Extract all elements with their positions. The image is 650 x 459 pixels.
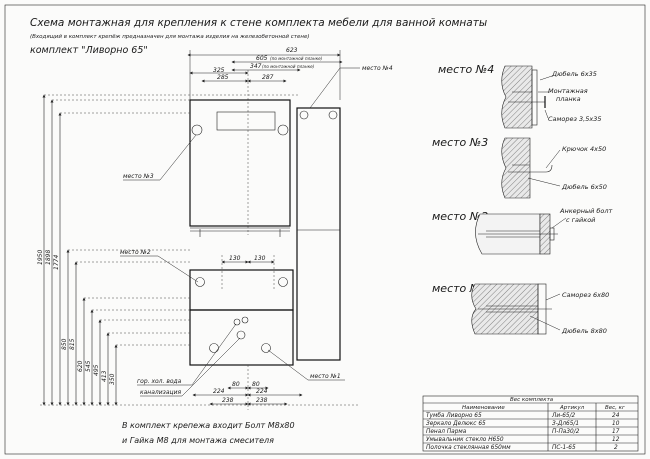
mount-point — [277, 124, 289, 136]
callout-place1: место №1 — [310, 373, 341, 380]
dim-224b: 224 — [256, 388, 268, 395]
dim-347: 347 — [250, 63, 262, 70]
vdim-620: 620 — [77, 360, 84, 372]
table-cell: Умывальник стекло Н650 — [426, 437, 504, 443]
detail-place4: место №4 Дюбель 6х35 Монтажная планка Са… — [438, 63, 602, 129]
dim-80b: 80 — [252, 381, 260, 388]
tall-cabinet — [296, 107, 341, 361]
dim-287: 287 — [262, 74, 274, 81]
table-row: Пенал Парма П-Па30/2 17 — [426, 429, 620, 435]
table-cell: Полочка стеклянная 650мм — [426, 445, 511, 451]
detail-place4-l3: Саморез 3,5х35 — [548, 115, 602, 123]
table-row: Умывальник стекло Н650 12 — [426, 437, 620, 443]
detail-place2-l1b: с гайкой — [566, 216, 595, 224]
detail-place3: место №3 Крючок 4х50 Дюбель 6х50 — [432, 136, 607, 199]
table-header-article: Артикул — [559, 405, 585, 411]
vanity-top — [189, 269, 294, 311]
table-header-name: Наименование — [462, 405, 505, 411]
dim-325: 325 — [213, 67, 225, 74]
table-cell: 10 — [612, 421, 620, 427]
detail-place2-l1a: Анкерный болт — [559, 207, 613, 215]
vdim-1898: 1898 — [45, 250, 52, 265]
table-cell: 24 — [612, 413, 620, 419]
dim-605-note: (по монтажной планке) — [270, 56, 323, 61]
detail-place4-l2b: планка — [556, 95, 581, 103]
dim-224a: 224 — [213, 388, 225, 395]
table-row: Зеркало Делюкс 65 З-Дл65/1 10 — [426, 421, 620, 427]
table-cell: 2 — [614, 445, 618, 451]
dim-130a: 130 — [229, 255, 241, 262]
callout-place3: место №3 — [123, 173, 154, 180]
dim-80a: 80 — [232, 381, 240, 388]
dim-238b: 238 — [256, 397, 268, 404]
callout-place2: место №2 — [120, 249, 151, 256]
vdim-413: 413 — [101, 370, 108, 382]
front-view: 623 605 (по монтажной планке) 347 (по мо… — [37, 47, 393, 445]
callout-place4: место №4 — [362, 65, 393, 72]
dim-605: 605 — [256, 55, 268, 62]
table-row: Тумба Ливорно 65 Ли-65/2 24 — [426, 413, 620, 419]
detail-place3-l1: Крючок 4х50 — [562, 145, 606, 153]
callout-water: гор. хол. вода — [137, 378, 182, 385]
vanity-cabinet — [189, 309, 294, 366]
note-line2: и Гайка М8 для монтажа смесителя — [122, 436, 274, 445]
vdim-1774: 1774 — [53, 255, 60, 270]
dim-238a: 238 — [222, 397, 234, 404]
table-cell: Пенал Парма — [426, 429, 467, 435]
vdim-545: 545 — [85, 360, 92, 372]
set-name: комплект "Ливорно 65" — [30, 45, 148, 56]
detail-place3-title: место №3 — [432, 136, 488, 149]
dim-623: 623 — [286, 47, 298, 54]
table-cell: Тумба Ливорно 65 — [426, 413, 482, 419]
mount-point — [191, 124, 203, 136]
vdim-1950: 1950 — [37, 250, 44, 265]
detail-place4-title: место №4 — [438, 63, 494, 76]
callout-sewer: канализация — [140, 389, 181, 396]
dim-347-note: (по монтажной планке) — [262, 64, 315, 69]
detail-place1: место №1 Саморез 6х80 Дюбель 8х80 — [432, 282, 609, 335]
table-cell: 17 — [612, 429, 620, 435]
table-caption: Вес комплекта — [510, 397, 554, 403]
dim-130b: 130 — [254, 255, 266, 262]
vdim-815: 815 — [69, 338, 76, 350]
detail-place1-l2: Дюбель 8х80 — [561, 327, 607, 335]
table-cell: З-Дл65/1 — [552, 421, 579, 427]
detail-place4-l2a: Монтажная — [548, 87, 588, 95]
drawing-title: Схема монтажная для крепления к стене ко… — [30, 17, 487, 29]
weight-table: Вес комплекта Наименование Артикул Вес, … — [422, 395, 639, 452]
dim-285: 285 — [217, 74, 229, 81]
mirror-lamp — [216, 111, 276, 131]
table-header-weight: Вес, кг — [605, 405, 625, 411]
detail-place4-l1: Дюбель 6х35 — [551, 70, 597, 78]
sheet-frame — [4, 4, 646, 455]
detail-place3-l2: Дюбель 6х50 — [561, 183, 607, 191]
vdim-850: 850 — [61, 338, 68, 350]
detail-place2-title: место №2 — [432, 210, 488, 223]
detail-place1-l1: Саморез 6х80 — [562, 291, 609, 299]
mirror — [189, 99, 291, 227]
table-row: Полочка стеклянная 650мм ПС-1-65 2 — [426, 445, 618, 451]
vdim-350: 350 — [109, 373, 116, 385]
drawing-subtitle: (Входящий в комплект крепёж предназначен… — [30, 34, 309, 40]
table-cell: Ли-65/2 — [551, 413, 576, 419]
table-cell: ПС-1-65 — [552, 445, 576, 451]
table-cell: 12 — [612, 437, 620, 443]
vdim-495: 495 — [93, 364, 100, 376]
table-cell: П-Па30/2 — [552, 429, 580, 435]
note-line1: В комплект крепежа входит Болт М8х80 — [122, 421, 295, 430]
detail-place2: место №2 Анкерный болт с гайкой — [432, 207, 613, 255]
table-cell: Зеркало Делюкс 65 — [426, 421, 486, 427]
